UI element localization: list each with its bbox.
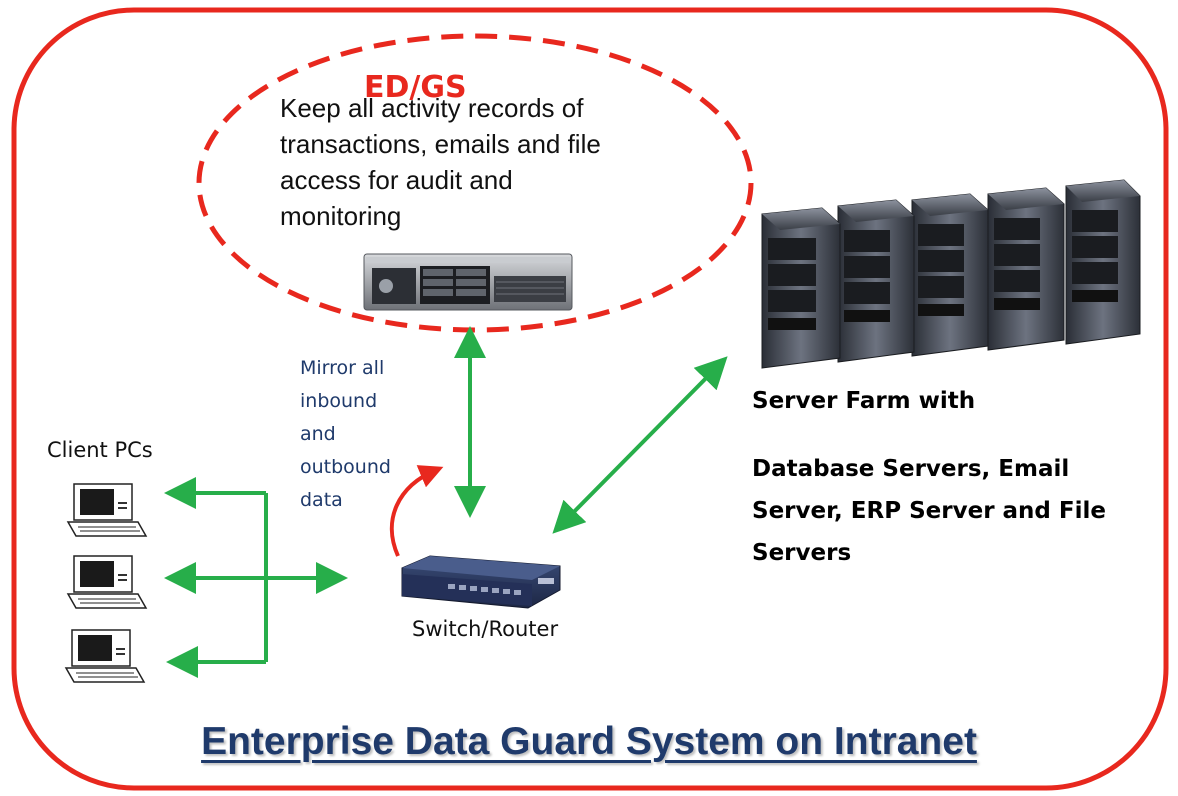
server-farm-icon [761, 179, 1141, 369]
mirror-note-line: data [300, 489, 343, 511]
switch-farm-arrow [552, 356, 728, 534]
server-farm-description-line: Server, ERP Server and File [752, 498, 1106, 524]
client-bus-connector [164, 477, 348, 678]
mirror-arrow [389, 465, 444, 557]
client-pcs-label: Client PCs [47, 438, 153, 462]
edgs-description: Keep all activity records of transaction… [280, 90, 601, 234]
mirror-note-line: Mirror all [300, 357, 385, 379]
server-farm-description-line: Servers [752, 540, 852, 566]
client-pc-icon [66, 555, 148, 609]
mirror-note-line: inbound [300, 390, 378, 412]
switch-router-icon [401, 555, 561, 609]
switch-router-label: Switch/Router [412, 617, 559, 641]
server-farm-description: Database Servers, Email Server, ERP Serv… [752, 448, 1106, 574]
client-pc-icon [64, 629, 146, 683]
edgs-dashed-ellipse [196, 33, 754, 333]
edgs-description-line: transactions, emails and file [280, 129, 601, 159]
edgs-server-icon [363, 253, 573, 311]
mirror-note: Mirror all inbound and outbound data [300, 352, 391, 517]
mirror-note-line: and [300, 423, 336, 445]
edgs-description-line: access for audit and [280, 165, 513, 195]
server-farm-label: Server Farm with [752, 388, 976, 414]
edgs-title: ED/GS [364, 70, 467, 105]
page-title: Enterprise Data Guard System on Intranet [201, 720, 977, 763]
outer-frame [11, 7, 1169, 791]
server-farm-description-line: Database Servers, Email [752, 456, 1070, 482]
edgs-description-line: monitoring [280, 201, 402, 231]
mirror-note-line: outbound [300, 456, 391, 478]
client-pc-icon [66, 483, 148, 537]
edgs-description-line: Keep all activity records of [280, 93, 584, 123]
